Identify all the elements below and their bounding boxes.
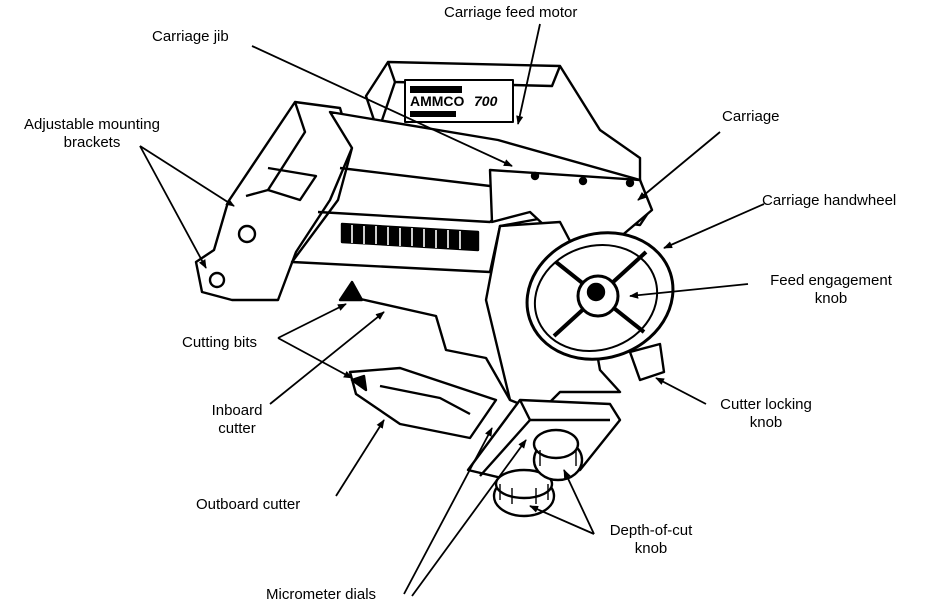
cutter-locking-knob <box>628 342 666 382</box>
label-line: knob <box>634 540 668 557</box>
leader-feed-engagement-knob <box>629 283 749 299</box>
nameplate-model: 700 <box>474 93 498 109</box>
leader-cutter-locking-knob <box>655 377 707 405</box>
label-line: Inboard <box>211 402 263 419</box>
leader-cutting-bits-bottom <box>277 337 353 379</box>
mounting-bracket-body <box>194 100 354 302</box>
label-depth-of-cut-knob: Depth-of-cut knob <box>596 522 706 558</box>
label-outboard-cutter: Outboard cutter <box>196 496 301 513</box>
label-adjustable-mounting-brackets: Adjustable mounting brackets <box>4 116 180 152</box>
label-carriage-jib: Carriage jib <box>152 28 229 45</box>
label-line: cutter <box>218 420 256 437</box>
machine-body <box>194 60 675 518</box>
label-line: Depth-of-cut <box>609 522 693 539</box>
label-line: knob <box>814 290 848 307</box>
leader-bracket-bottom <box>139 145 207 269</box>
label-feed-engagement-knob: Feed engagement knob <box>750 272 912 308</box>
leader-carriage-feed-motor <box>516 23 541 125</box>
label-inboard-cutter: Inboard cutter <box>206 402 268 438</box>
carriage-handwheel <box>525 231 675 361</box>
nameplate-brand: AMMCO <box>410 93 465 109</box>
label-cutting-bits: Cutting bits <box>182 334 258 351</box>
leader-carriage-jib <box>251 45 513 167</box>
label-micrometer-dials: Micrometer dials <box>266 586 377 603</box>
leader-bracket-top <box>139 145 235 207</box>
label-line: knob <box>749 414 783 431</box>
label-carriage: Carriage <box>722 108 780 125</box>
label-carriage-handwheel: Carriage handwheel <box>762 192 897 209</box>
leader-depth-of-cut-knob-bottom <box>529 505 595 535</box>
label-line: Feed engagement <box>770 272 892 289</box>
leader-inboard-cutter <box>269 311 385 405</box>
label-line: Adjustable mounting <box>24 116 160 133</box>
leader-carriage-handwheel <box>663 203 765 249</box>
label-carriage-feed-motor: Carriage feed motor <box>444 4 578 21</box>
leader-outboard-cutter <box>335 419 385 497</box>
leader-lines <box>139 23 765 597</box>
leader-micrometer-dials-right <box>411 439 527 597</box>
leader-depth-of-cut-knob-top <box>563 469 595 535</box>
leader-cutting-bits-top <box>277 303 347 339</box>
label-line: brackets <box>63 134 121 151</box>
leader-carriage <box>637 131 721 201</box>
label-cutter-locking-knob: Cutter locking knob <box>706 396 826 432</box>
leader-micrometer-dials-left <box>403 427 493 595</box>
outboard-cutter-plate <box>348 366 498 440</box>
label-line: Cutter locking <box>720 396 812 413</box>
